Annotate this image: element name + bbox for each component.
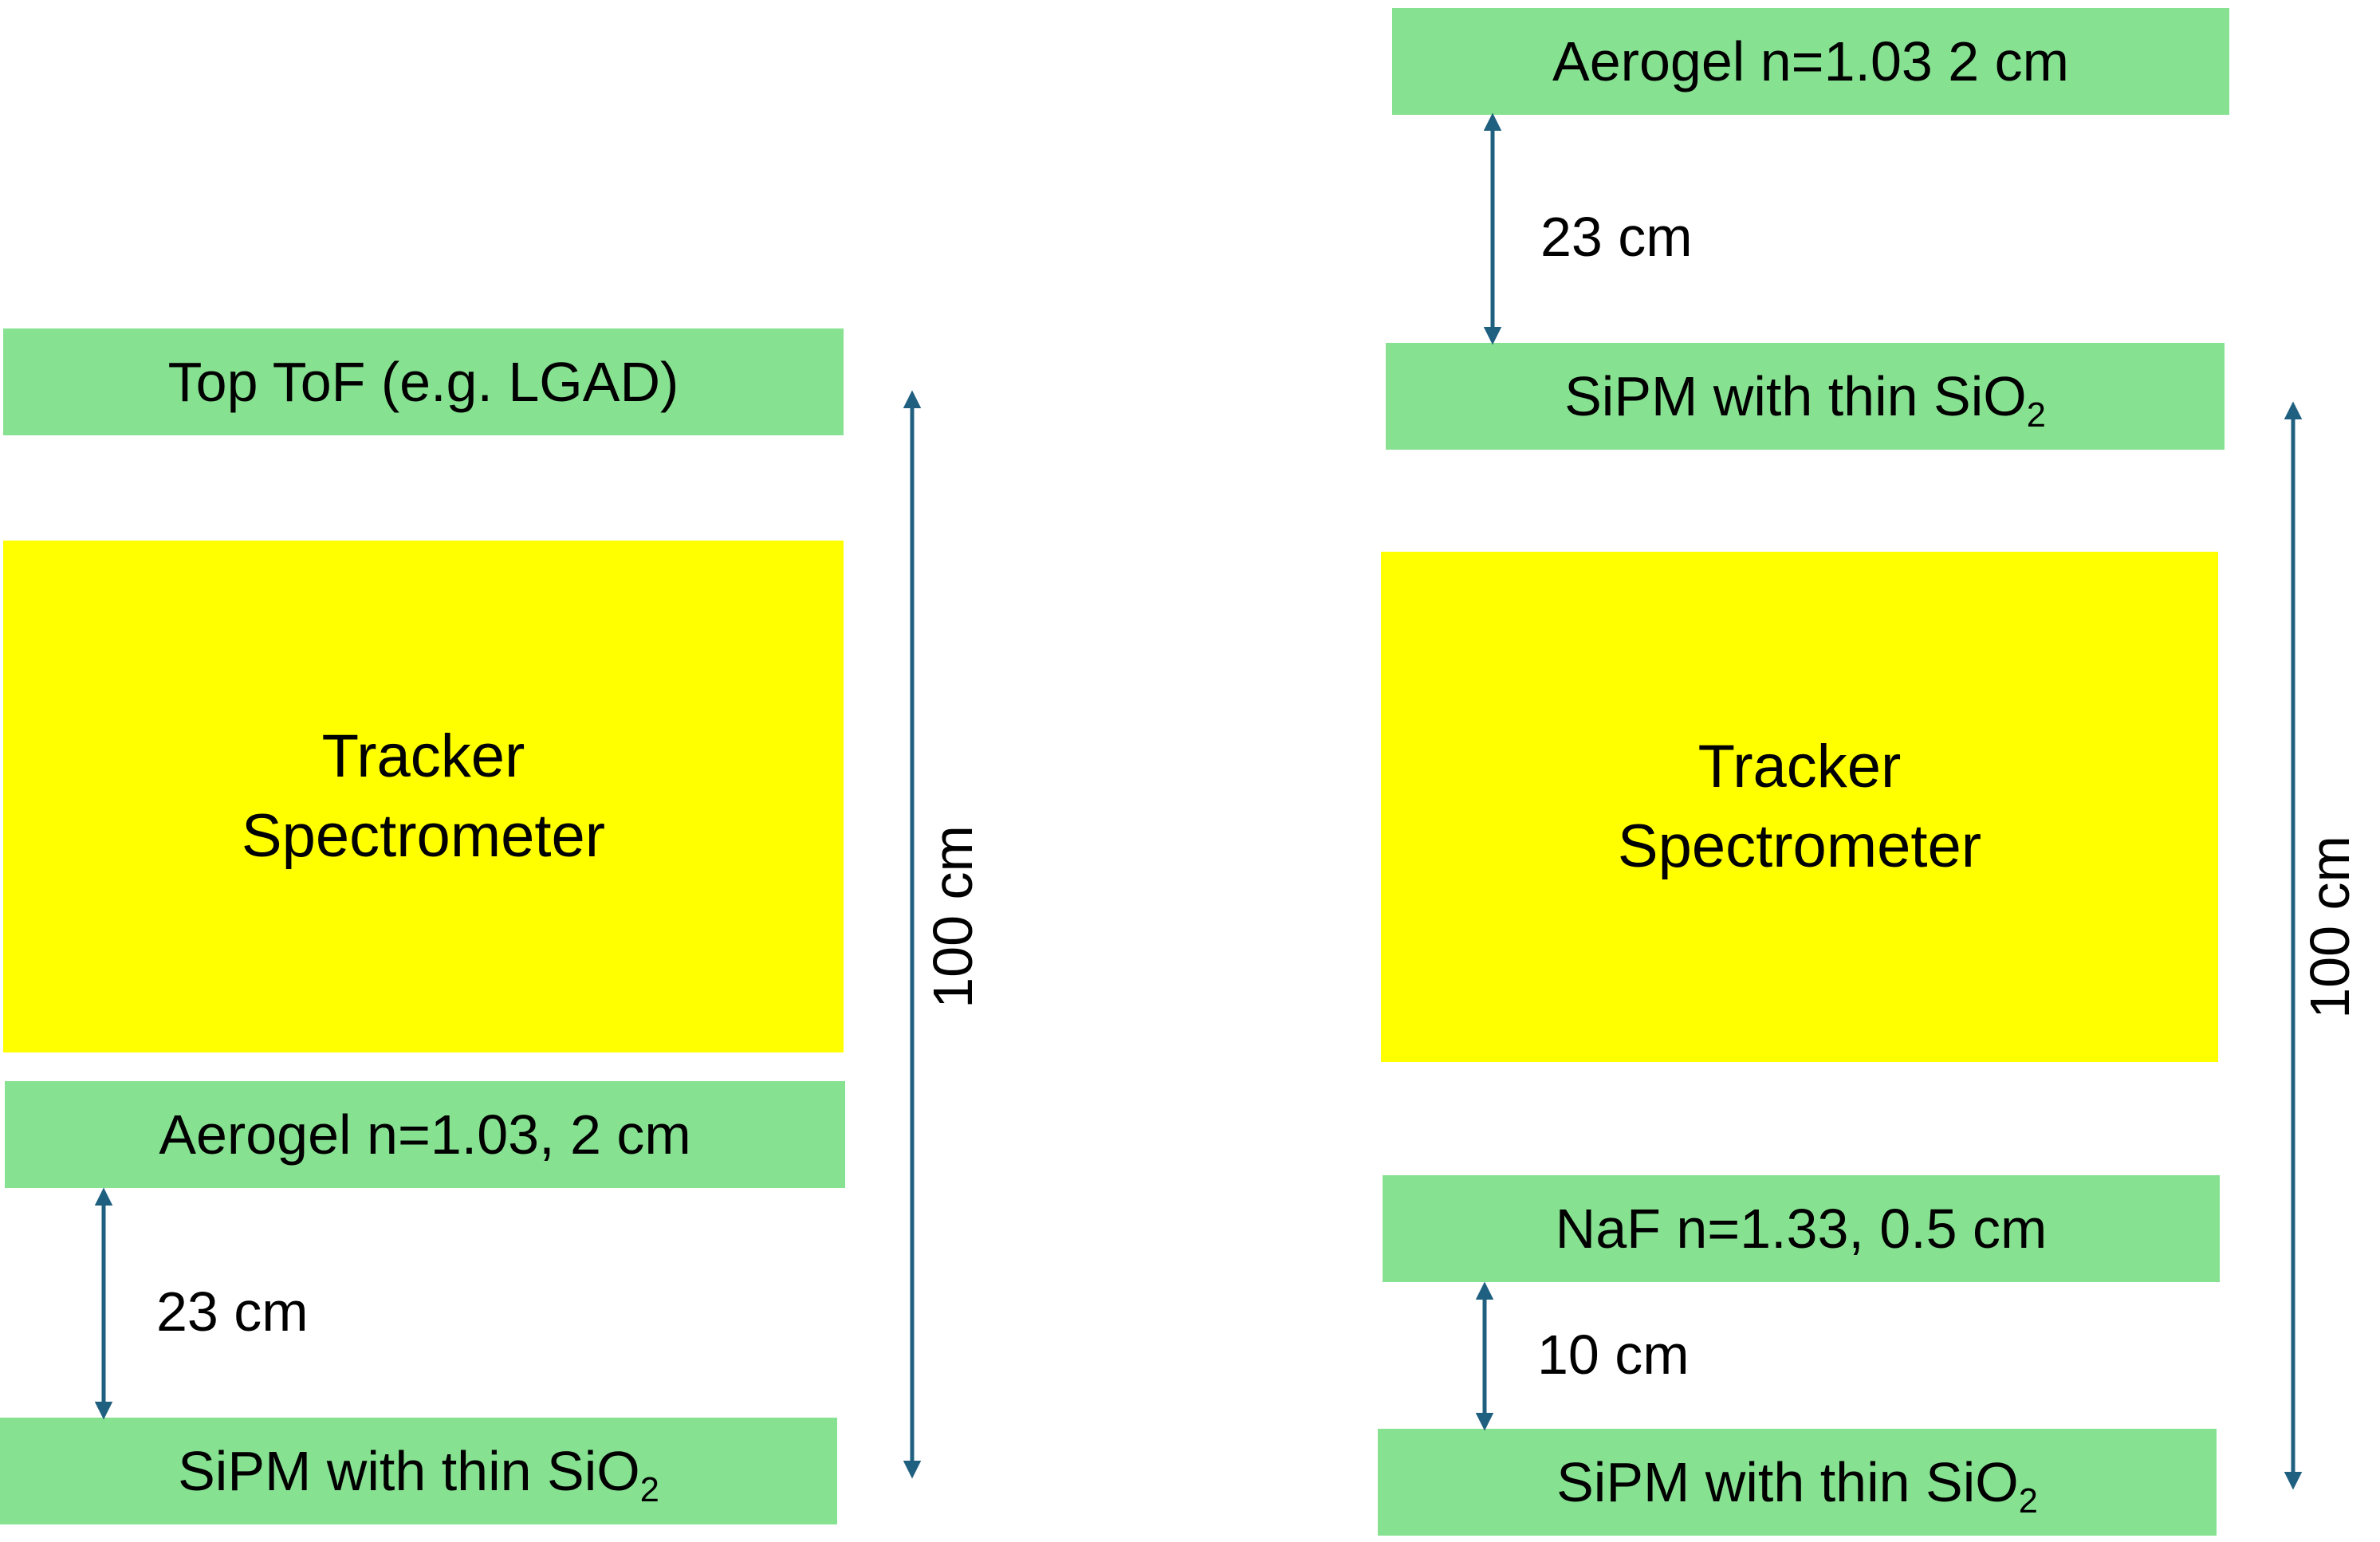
right-gap-bottom-label: 10 cm [1537,1324,1690,1386]
left-tracker-block: Tracker Spectrometer [3,541,844,1052]
right-tracker-block: Tracker Spectrometer [1381,552,2218,1062]
right-sipm-top-label: SiPM with thin SiO2 [1564,365,2046,435]
left-sipm-layer: SiPM with thin SiO2 [0,1418,837,1524]
left-tracker-label: Tracker Spectrometer [241,722,606,870]
right-sipm-bottom-layer: SiPM with thin SiO2 [1378,1429,2217,1536]
right-tracker-label: Tracker Spectrometer [1617,732,1982,880]
right-aerogel-label: Aerogel n=1.03 2 cm [1552,30,2069,92]
left-aerogel-layer: Aerogel n=1.03, 2 cm [5,1081,845,1188]
left-gap-label: 23 cm [156,1280,309,1343]
left-aerogel-label: Aerogel n=1.03, 2 cm [159,1103,691,1166]
left-top-tof-layer: Top ToF (e.g. LGAD) [3,328,844,435]
right-sipm-bottom-label: SiPM with thin SiO2 [1556,1451,2038,1520]
left-sipm-label: SiPM with thin SiO2 [178,1440,659,1509]
right-naf-label: NaF n=1.33, 0.5 cm [1555,1198,2048,1260]
right-sipm-top-layer: SiPM with thin SiO2 [1386,343,2225,450]
left-top-tof-label: Top ToF (e.g. LGAD) [167,351,679,413]
right-aerogel-layer: Aerogel n=1.03 2 cm [1392,8,2229,115]
right-naf-layer: NaF n=1.33, 0.5 cm [1383,1175,2220,1282]
right-gap-top-label: 23 cm [1540,206,1693,268]
